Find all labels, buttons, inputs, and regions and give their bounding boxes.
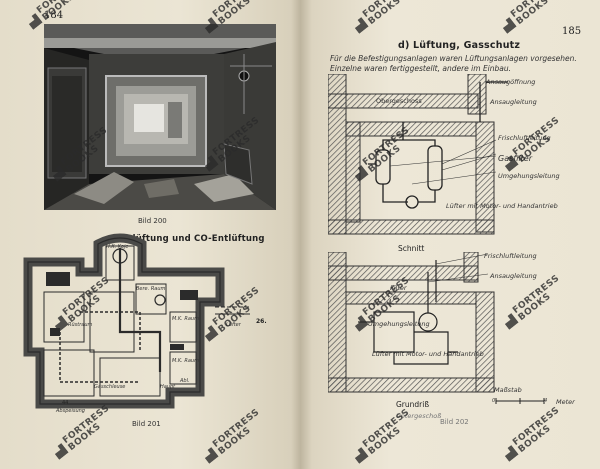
right-page: 185 d) Lüftung, Gasschutz Für die Befest… [300,0,600,469]
label-mk-raum: M.K. Raum [172,316,199,322]
label-mk-raum-2: M.K. Raum [172,358,199,364]
photo-illustration [44,24,276,210]
label-44: 44 [62,400,69,406]
label-umgehungsleitung-lower: Umgehungsleitung [368,320,430,328]
section-diagram [328,74,508,235]
figure-200-caption: Bild 200 [138,217,167,225]
label-bereit-raum: Bere. Raum [136,286,166,292]
label-ansaugoeffnung: Ansaugöffnung [486,78,536,86]
intro-paragraph: Für die Befestigungsanlagen waren Lüftun… [330,54,577,73]
label-gasfilter: Gasfilter [498,154,533,163]
label-grundriss: Grundriß [396,400,430,409]
scale-label: Maßstab [494,386,522,394]
label-frischluftleitung-lower: Frischluftleitung [484,252,537,260]
label-umgehungsleitung-upper: Umgehungsleitung [498,172,560,180]
label-luefter-upper: Lüfter mit Motor- und Handantrieb [446,202,558,210]
label-filter-lower: Filter [390,284,407,292]
label-ansaugleitung-lower: Ansaugleitung [490,272,537,280]
scale-unit: Meter [556,398,575,406]
plan-diagram [328,252,495,393]
label-luefter-plan: Lüfter [226,322,241,328]
scale-bar [495,398,545,404]
label-frischluftleitung-upper: Frischluftleitung [498,134,551,142]
figure-201-caption: Bild 201 [132,420,161,428]
label-haupt: Haupt [160,384,176,390]
page-number-left: 184 [44,10,64,21]
label-gasschleuse: Gasschleuse [94,384,126,390]
label-ruestraum: Rüstraum [68,322,93,328]
label-obergeschoss: Obergeschoss [376,97,422,105]
label-luefter-lower: Lüfter mit Motor- und Handantrieb [372,350,484,358]
bunker-interior-photo [44,24,276,210]
label-number-26: 26. [256,318,267,325]
label-hk-koje: H.K. Koje [106,244,129,250]
gas-protection-heading: d) Lüftung, Gasschutz [398,40,521,51]
label-ablauf: Abl. [180,378,190,384]
label-untergeschoss: Untergeschoß [396,412,442,420]
label-abspeisung: Abspeisung [56,408,85,414]
left-page: 184 [0,0,300,469]
scale-four: 4 [544,398,548,404]
bunker-floor-plan [23,233,250,409]
figure-202-caption: Bild 202 [440,418,469,426]
scale-zero: 0 [492,398,496,404]
page-number-right: 185 [562,26,582,37]
label-schnitt: Schnitt [398,244,425,253]
ventilation-heading: Belüftung und CO-Entlüftung [120,234,265,244]
label-ansaugleitung-upper: Ansaugleitung [490,98,537,106]
